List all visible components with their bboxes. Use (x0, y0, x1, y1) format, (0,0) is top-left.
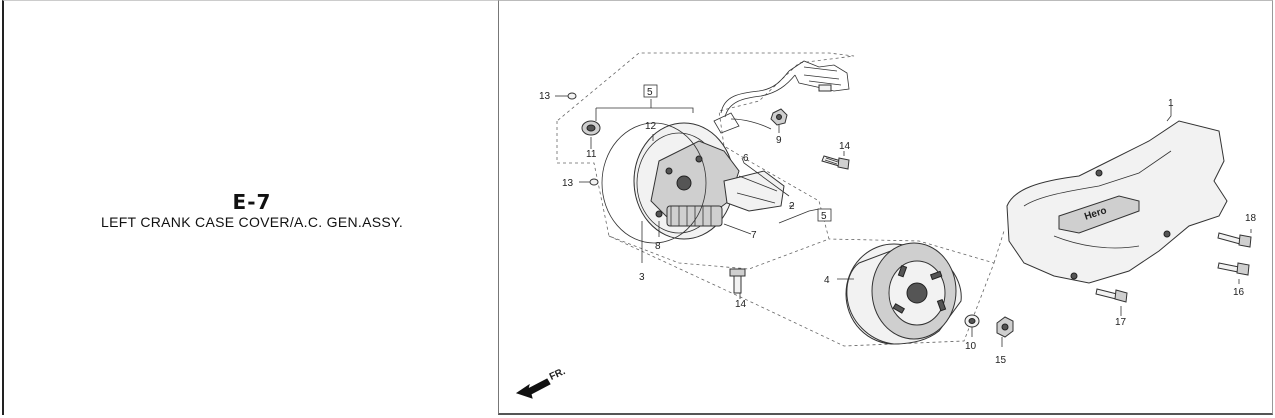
label-13-top: 13 (539, 91, 551, 102)
stator-gasket (601, 122, 707, 244)
washer-13-top (567, 92, 577, 100)
label-3: 3 (639, 272, 645, 283)
exploded-diagram: Hero (515, 52, 1257, 399)
svg-text:5: 5 (647, 87, 653, 98)
stator-plate (633, 122, 785, 240)
label-11: 11 (586, 149, 597, 160)
nut-9 (770, 108, 788, 126)
washer-13-mid (589, 178, 599, 186)
washer-10 (964, 314, 980, 328)
part-numbers: 13 12 11 13 9 14 6 2 7 8 3 4 14 10 15 1 … (539, 91, 1257, 366)
label-2: 2 (789, 201, 795, 212)
leader-lines (555, 95, 1252, 347)
rotor-group-outline (608, 235, 995, 347)
cover-group-outline (993, 230, 1005, 264)
label-12: 12 (645, 121, 657, 132)
section-code: E-7 (232, 190, 272, 214)
svg-text:5: 5 (821, 211, 827, 222)
label-9: 9 (776, 135, 782, 146)
stator-group-outline (556, 52, 855, 270)
section-header-panel: E-7 LEFT CRANK CASE COVER/A.C. GEN.ASSY. (2, 0, 498, 415)
wire-harness (713, 60, 850, 134)
label-4: 4 (824, 275, 830, 286)
bolt-14-upper (821, 155, 850, 170)
rotor-flywheel (845, 242, 962, 345)
label-1: 1 (1168, 98, 1174, 109)
label-18: 18 (1245, 213, 1257, 224)
label-13-mid: 13 (562, 178, 574, 189)
label-17: 17 (1115, 317, 1127, 328)
label-14-lower: 14 (735, 299, 747, 310)
front-label: FR. (548, 366, 567, 383)
bolt-14-lower (729, 268, 746, 294)
ref-box-5-right: 5 (817, 208, 832, 222)
bolt-16 (1217, 262, 1250, 276)
front-direction-indicator: FR. (515, 366, 567, 399)
label-6: 6 (743, 153, 749, 164)
label-8: 8 (655, 241, 661, 252)
title-block: E-7 LEFT CRANK CASE COVER/A.C. GEN.ASSY. (4, 191, 500, 231)
ref-box-5-top: 5 (643, 84, 658, 98)
left-crank-case-cover: Hero (1006, 120, 1228, 284)
label-7: 7 (751, 230, 757, 241)
label-14-upper: 14 (839, 141, 851, 152)
section-title: LEFT CRANK CASE COVER/A.C. GEN.ASSY. (100, 214, 404, 230)
bolt-17 (1095, 288, 1128, 303)
grommet-11 (581, 120, 601, 136)
nut-15 (996, 316, 1014, 338)
exploded-diagram-panel: Hero (498, 0, 1273, 415)
front-arrow-icon (515, 378, 551, 399)
label-10: 10 (965, 341, 977, 352)
label-16: 16 (1233, 287, 1245, 298)
bolt-18 (1217, 232, 1252, 248)
label-15: 15 (995, 355, 1007, 366)
